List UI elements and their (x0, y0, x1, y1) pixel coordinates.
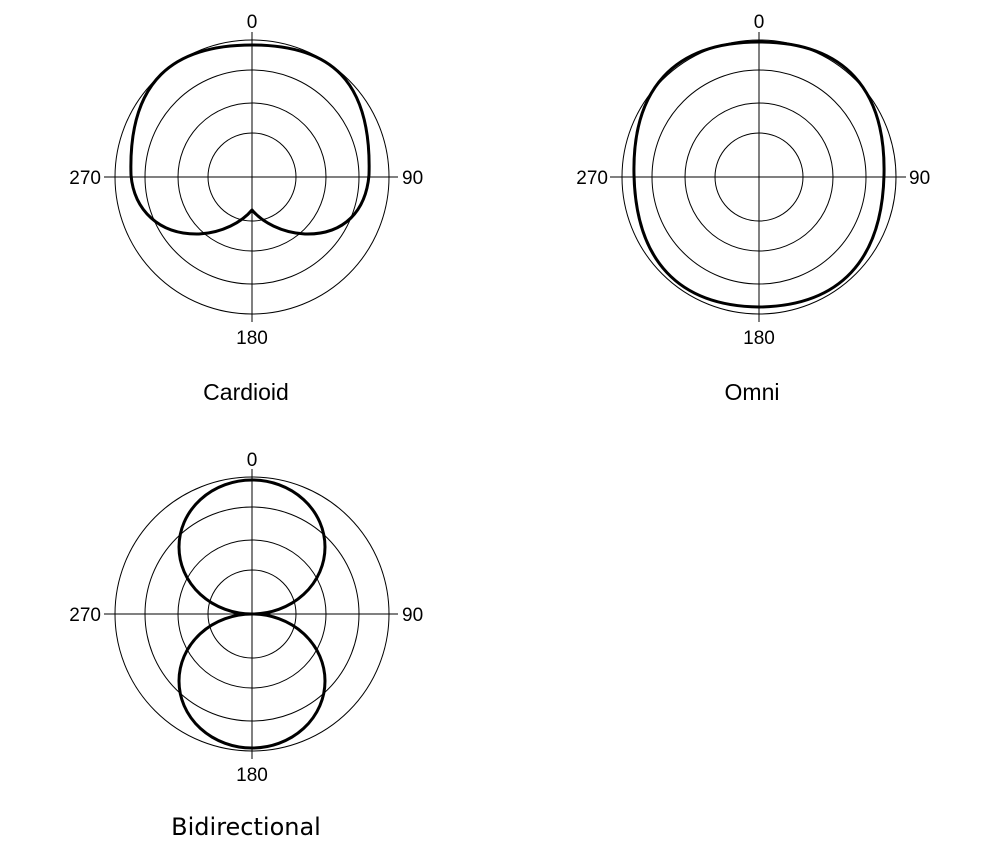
cardioid-pattern-curve (129, 43, 371, 236)
rear-lobe-curve (177, 612, 327, 750)
polar-plot-cardioid: 0 90 180 270 Cardioid (69, 12, 423, 405)
angle-label-180: 180 (743, 328, 775, 349)
angle-label-0: 0 (754, 12, 765, 33)
angle-label-90: 90 (909, 168, 930, 189)
polar-plot-bidirectional: 0 90 180 270 Bidirectional (69, 450, 423, 841)
angle-label-90: 90 (402, 605, 423, 626)
angle-label-0: 0 (247, 450, 258, 471)
diagram-title: Omni (725, 379, 780, 405)
omni-pattern-curve (632, 40, 886, 309)
angle-label-270: 270 (69, 605, 101, 626)
angle-label-90: 90 (402, 168, 423, 189)
angle-label-180: 180 (236, 328, 268, 349)
diagram-title: Cardioid (203, 379, 289, 405)
angle-label-270: 270 (69, 168, 101, 189)
angle-label-0: 0 (247, 12, 258, 33)
polar-plot-omni: 0 90 180 270 Omni (576, 12, 930, 405)
angle-label-270: 270 (576, 168, 608, 189)
diagram-title: Bidirectional (171, 813, 321, 841)
angle-label-180: 180 (236, 765, 268, 786)
